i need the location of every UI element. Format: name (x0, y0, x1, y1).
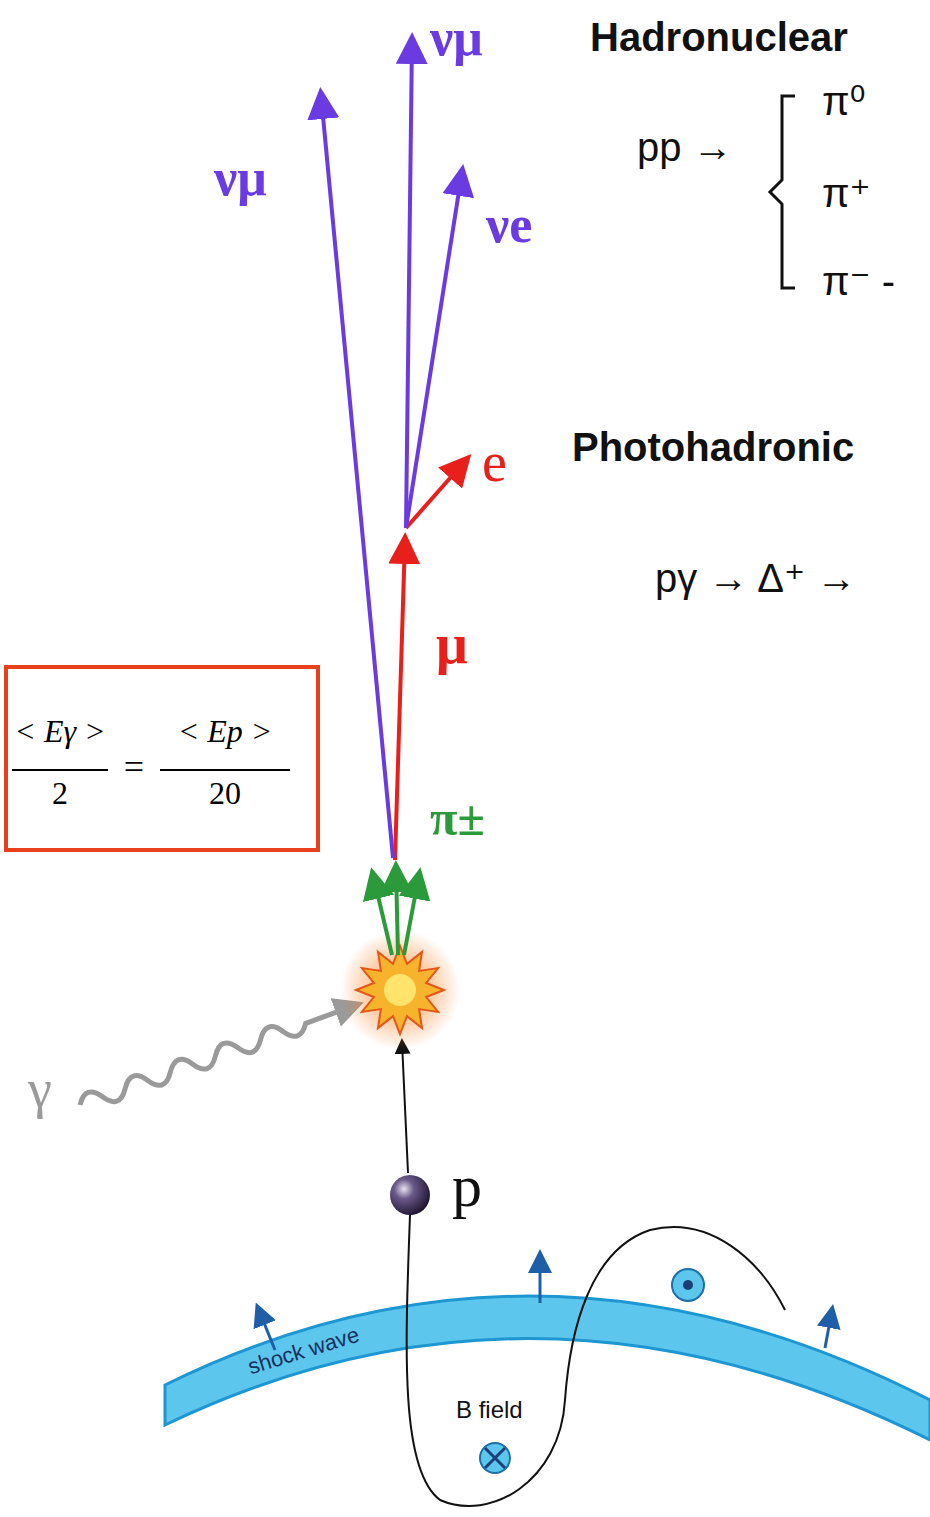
pion-arrow (404, 875, 419, 955)
collision-glow (340, 930, 460, 1050)
reaction-text: pp → (637, 124, 733, 170)
bracket (770, 96, 795, 288)
formula-term: = (108, 747, 160, 788)
particle-label: νμ (430, 8, 483, 68)
particle-label: e (482, 430, 507, 494)
particle-label: γ (28, 1058, 52, 1120)
particle-label: p (452, 1152, 482, 1221)
shock-wave-band (165, 1296, 930, 1440)
formula-term: 20 (160, 775, 290, 812)
reaction-text: pγ → Δ⁺ → (655, 555, 856, 601)
collision-star (356, 946, 444, 1034)
section-heading: Photohadronic (572, 424, 854, 470)
proton-trajectory (407, 1215, 785, 1506)
product-text: π⁺ (822, 170, 871, 216)
formula-box: < Eγ > 2=< Ep > 20 (4, 665, 320, 852)
pion-arrow (373, 875, 392, 955)
particle-label: π± (430, 790, 485, 848)
pion-arrow (396, 868, 398, 955)
particle-label: νe (486, 195, 532, 255)
shock-arrow (539, 1255, 542, 1303)
gamma-wave (77, 997, 358, 1113)
field-label: B field (456, 1396, 523, 1424)
particle-label: μ (436, 612, 468, 676)
formula-term: < Eγ > (12, 713, 108, 750)
formula-term: 2 (12, 775, 108, 812)
formula-term: < Ep > (160, 713, 290, 750)
proton-sphere (390, 1175, 430, 1215)
particle-label: νμ (214, 148, 267, 208)
shock-arrow (825, 1310, 832, 1348)
neutrino-arrow (406, 40, 412, 528)
gamma-wave (77, 997, 358, 1113)
neutrino-arrow (321, 95, 393, 858)
shock-arrow (258, 1308, 275, 1350)
field-out-symbol (683, 1280, 693, 1290)
section-heading: Hadronuclear (590, 14, 848, 60)
product-text: π⁰ (822, 78, 866, 124)
field-into-symbol (480, 1443, 510, 1473)
fraction-bar (160, 769, 290, 771)
field-out-symbol (672, 1269, 704, 1301)
proton-arrow (402, 1042, 408, 1173)
product-text: π⁻ - (822, 258, 895, 304)
fraction-bar (12, 769, 108, 771)
neutrino-arrow (406, 172, 462, 528)
collision-core (384, 974, 416, 1006)
field-into-symbol (485, 1448, 505, 1468)
field-into-symbol (485, 1448, 505, 1468)
muon-arrow (395, 540, 405, 860)
